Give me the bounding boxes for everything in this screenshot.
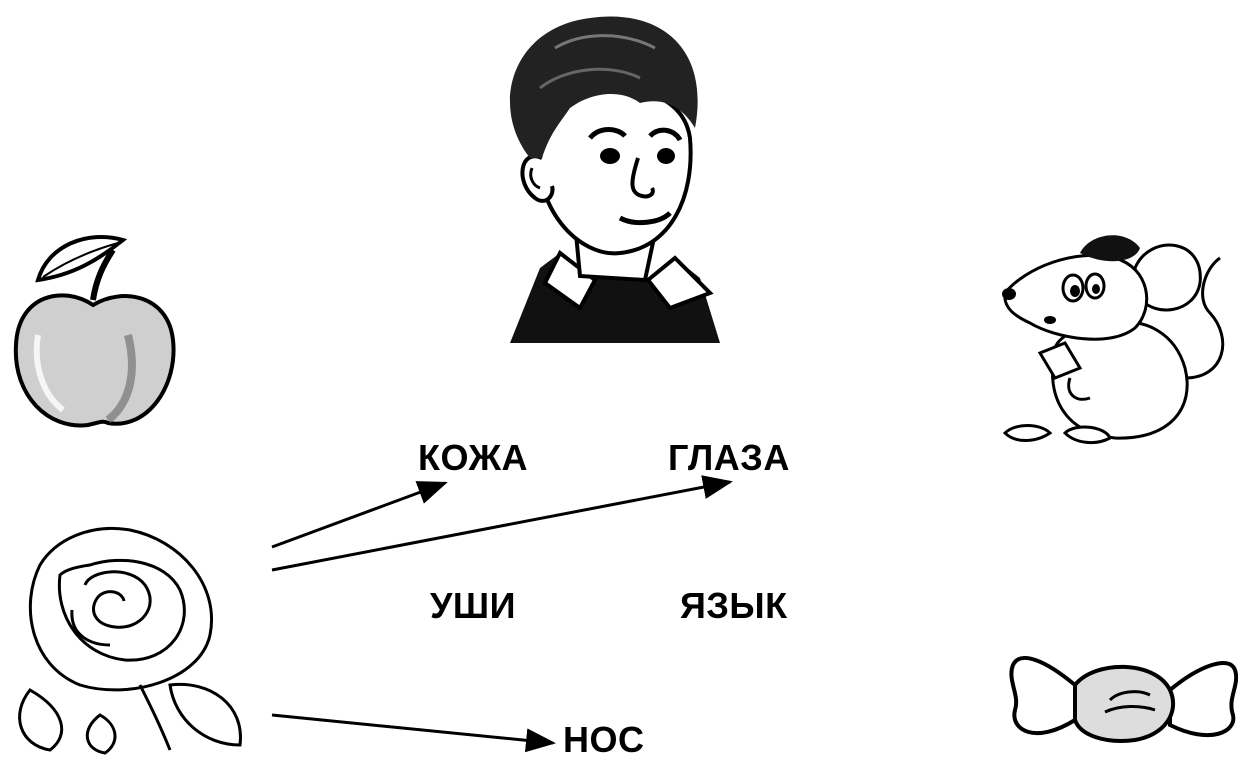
word-eyes: ГЛАЗА — [668, 437, 790, 478]
candy-icon — [1009, 655, 1238, 743]
word-nose: НОС — [563, 719, 645, 760]
word-tongue: ЯЗЫК — [680, 585, 788, 626]
word-skin: КОЖА — [418, 437, 529, 478]
arrow-to-nose — [271, 713, 556, 753]
arrow-to-eyes — [271, 475, 733, 572]
arrow-to-skin — [271, 481, 448, 549]
boy-face-icon — [510, 16, 720, 343]
mouse-icon — [1002, 235, 1225, 445]
word-ears: УШИ — [430, 585, 516, 626]
rose-icon — [18, 526, 242, 755]
apple-icon — [13, 234, 176, 428]
